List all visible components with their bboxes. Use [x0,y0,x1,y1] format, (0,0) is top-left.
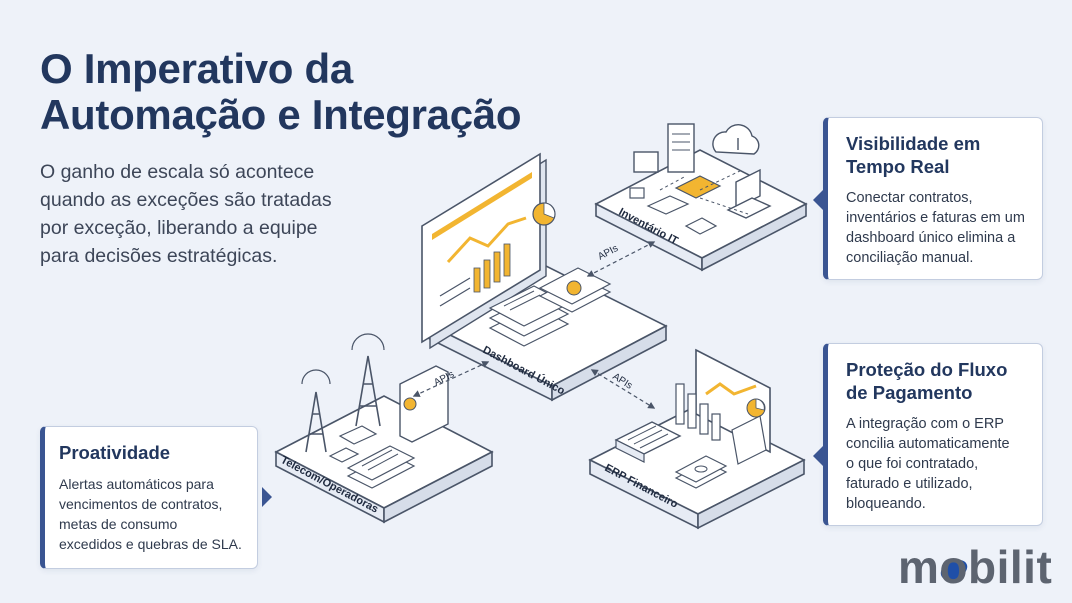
intro-line-3: por exceção, liberando a equipe [40,217,318,239]
card-visibilidade-body-2: inventários e faturas em um [846,210,1025,226]
card-visibilidade-body: Conectar contratos, inventários e fatura… [846,188,1028,268]
api-connector-inventario: APIs [586,241,656,277]
card-visibilidade-body-3: dashboard único elimina a [846,230,1016,246]
card-pagamento-body-5: bloqueando. [846,496,926,512]
cell-tower-icon [301,333,385,453]
card-proatividade-body-3: metas de consumo [59,516,178,532]
intro-text: O ganho de escala só acontece quando as … [40,158,380,270]
intro-line-1: O ganho de escala só acontece [40,161,315,183]
title-line-1: O Imperativo da [40,45,353,92]
server-icon [667,123,695,173]
sim-card-icon [328,425,378,463]
api-label-inventario: APIs [596,243,620,263]
calculator-icon [614,421,682,463]
card-pagamento-body: A integração com o ERP concilia automati… [846,414,1028,514]
bar-chart-icon [675,383,721,441]
intro-line-2: quando as exceções são tratadas [40,189,332,211]
api-connector-erp: APIs [590,369,656,409]
card-proatividade-title: Proatividade [59,442,171,463]
card-visibilidade-title-1: Visibilidade em [846,133,981,154]
card-pagamento-title: Proteção do Fluxo de Pagamento [846,358,1028,404]
card-pagamento-title-2: de Pagamento [846,382,973,403]
page-title: O Imperativo da Automação e Integração [40,45,522,138]
receipt-icon [731,415,767,465]
card-pagamento-body-3: o que foi contratado, [846,456,979,472]
card-pointer [813,190,823,210]
card-proatividade-body-4: excedidos e quebras de SLA. [59,536,242,552]
laptop-icon [726,168,772,219]
document-stack-icon [488,267,612,347]
invoice-icon [346,445,416,489]
card-visibilidade-title-2: Tempo Real [846,156,950,177]
dashboard-monitor-icon [421,152,556,350]
card-pagamento: Proteção do Fluxo de Pagamento A integra… [813,343,1043,526]
title-line-2: Automação e Integração [40,91,522,138]
card-proatividade-body-1: Alertas automáticos para [59,476,214,492]
dashboard-platform: Dashboard Único [421,152,668,402]
card-visibilidade: Visibilidade em Tempo Real Conectar cont… [813,117,1043,280]
erp-platform: ERP Financeiro [588,348,806,530]
card-visibilidade-body-4: conciliação manual. [846,250,974,266]
card-visibilidade-body-1: Conectar contratos, [846,190,973,206]
telecom-platform: Telecom/Operadoras [274,333,494,524]
card-pointer [262,487,272,507]
card-proatividade-body: Alertas automáticos para vencimentos de … [59,474,247,554]
card-visibilidade-title: Visibilidade em Tempo Real [846,132,1028,178]
chip-icon [674,175,722,199]
card-pointer [813,446,823,466]
monitor-icon [629,151,659,199]
card-pagamento-body-1: A integração com o ERP [846,416,1004,432]
card-pagamento-body-2: concilia automaticamente [846,436,1010,452]
inventario-platform: Inventário IT [594,123,808,272]
cash-icon [674,455,728,489]
card-pagamento-title-1: Proteção do Fluxo [846,359,1008,380]
card-pagamento-body-4: faturado e utilizado, [846,476,973,492]
intro-line-4: para decisões estratégicas. [40,245,278,267]
card-proatividade-body-2: vencimentos de contratos, [59,496,223,512]
card-proatividade: Proatividade Alertas automáticos para ve… [40,426,272,569]
cloud-icon [712,124,760,155]
device-icon [646,195,718,235]
mobilit-logo: mobilit [898,541,1053,593]
